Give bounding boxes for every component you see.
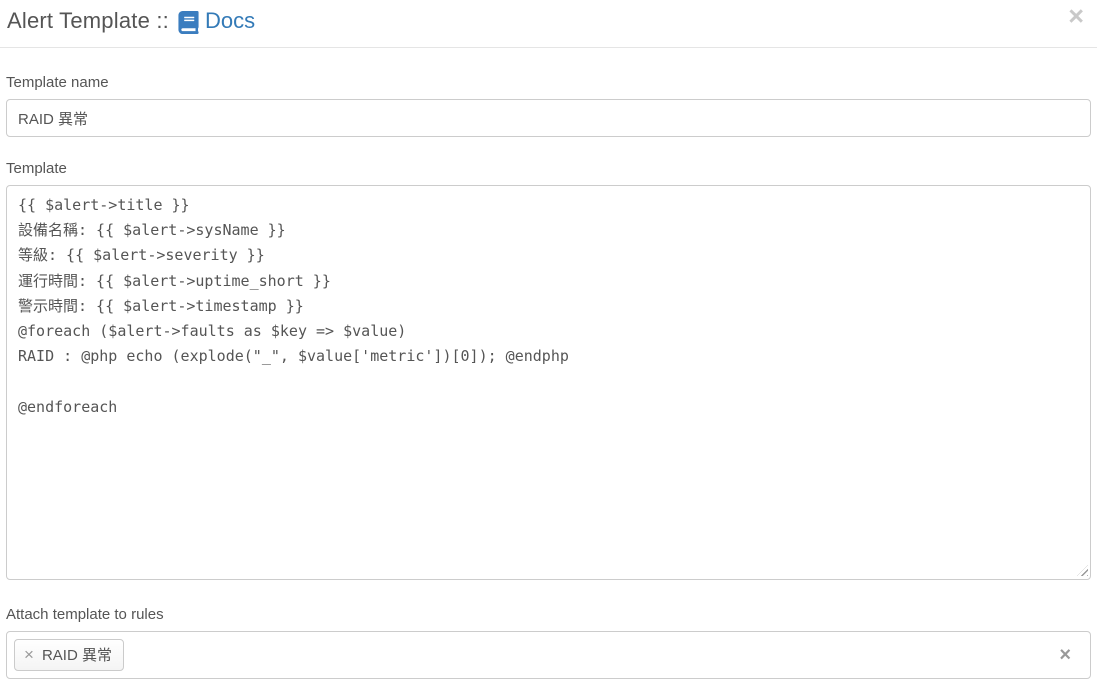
clear-selection-icon[interactable]: × [1059,644,1071,666]
modal-header: Alert Template :: Docs × [0,0,1097,48]
attach-rules-label: Attach template to rules [6,606,164,623]
modal-title: Alert Template :: [7,8,169,33]
template-name-input[interactable] [6,99,1091,137]
book-icon [178,10,199,34]
template-name-label: Template name [6,74,109,91]
template-textarea[interactable]: {{ $alert->title }} 設備名稱: {{ $alert->sys… [6,185,1091,580]
rule-tag: × RAID 異常 [14,639,124,671]
tag-remove-icon[interactable]: × [24,645,34,664]
modal-body: Template name Template {{ $alert->title … [0,74,1097,679]
template-textarea-wrap: {{ $alert->title }} 設備名稱: {{ $alert->sys… [6,185,1091,580]
docs-link-label: Docs [204,8,256,33]
textarea-resize-handle[interactable] [1077,565,1088,576]
template-label: Template [6,160,67,177]
rule-tag-label: RAID 異常 [41,647,112,664]
close-icon[interactable]: × [1068,1,1084,31]
attach-rules-select[interactable]: × RAID 異常 × [6,631,1091,679]
docs-link[interactable]: Docs [178,8,255,34]
